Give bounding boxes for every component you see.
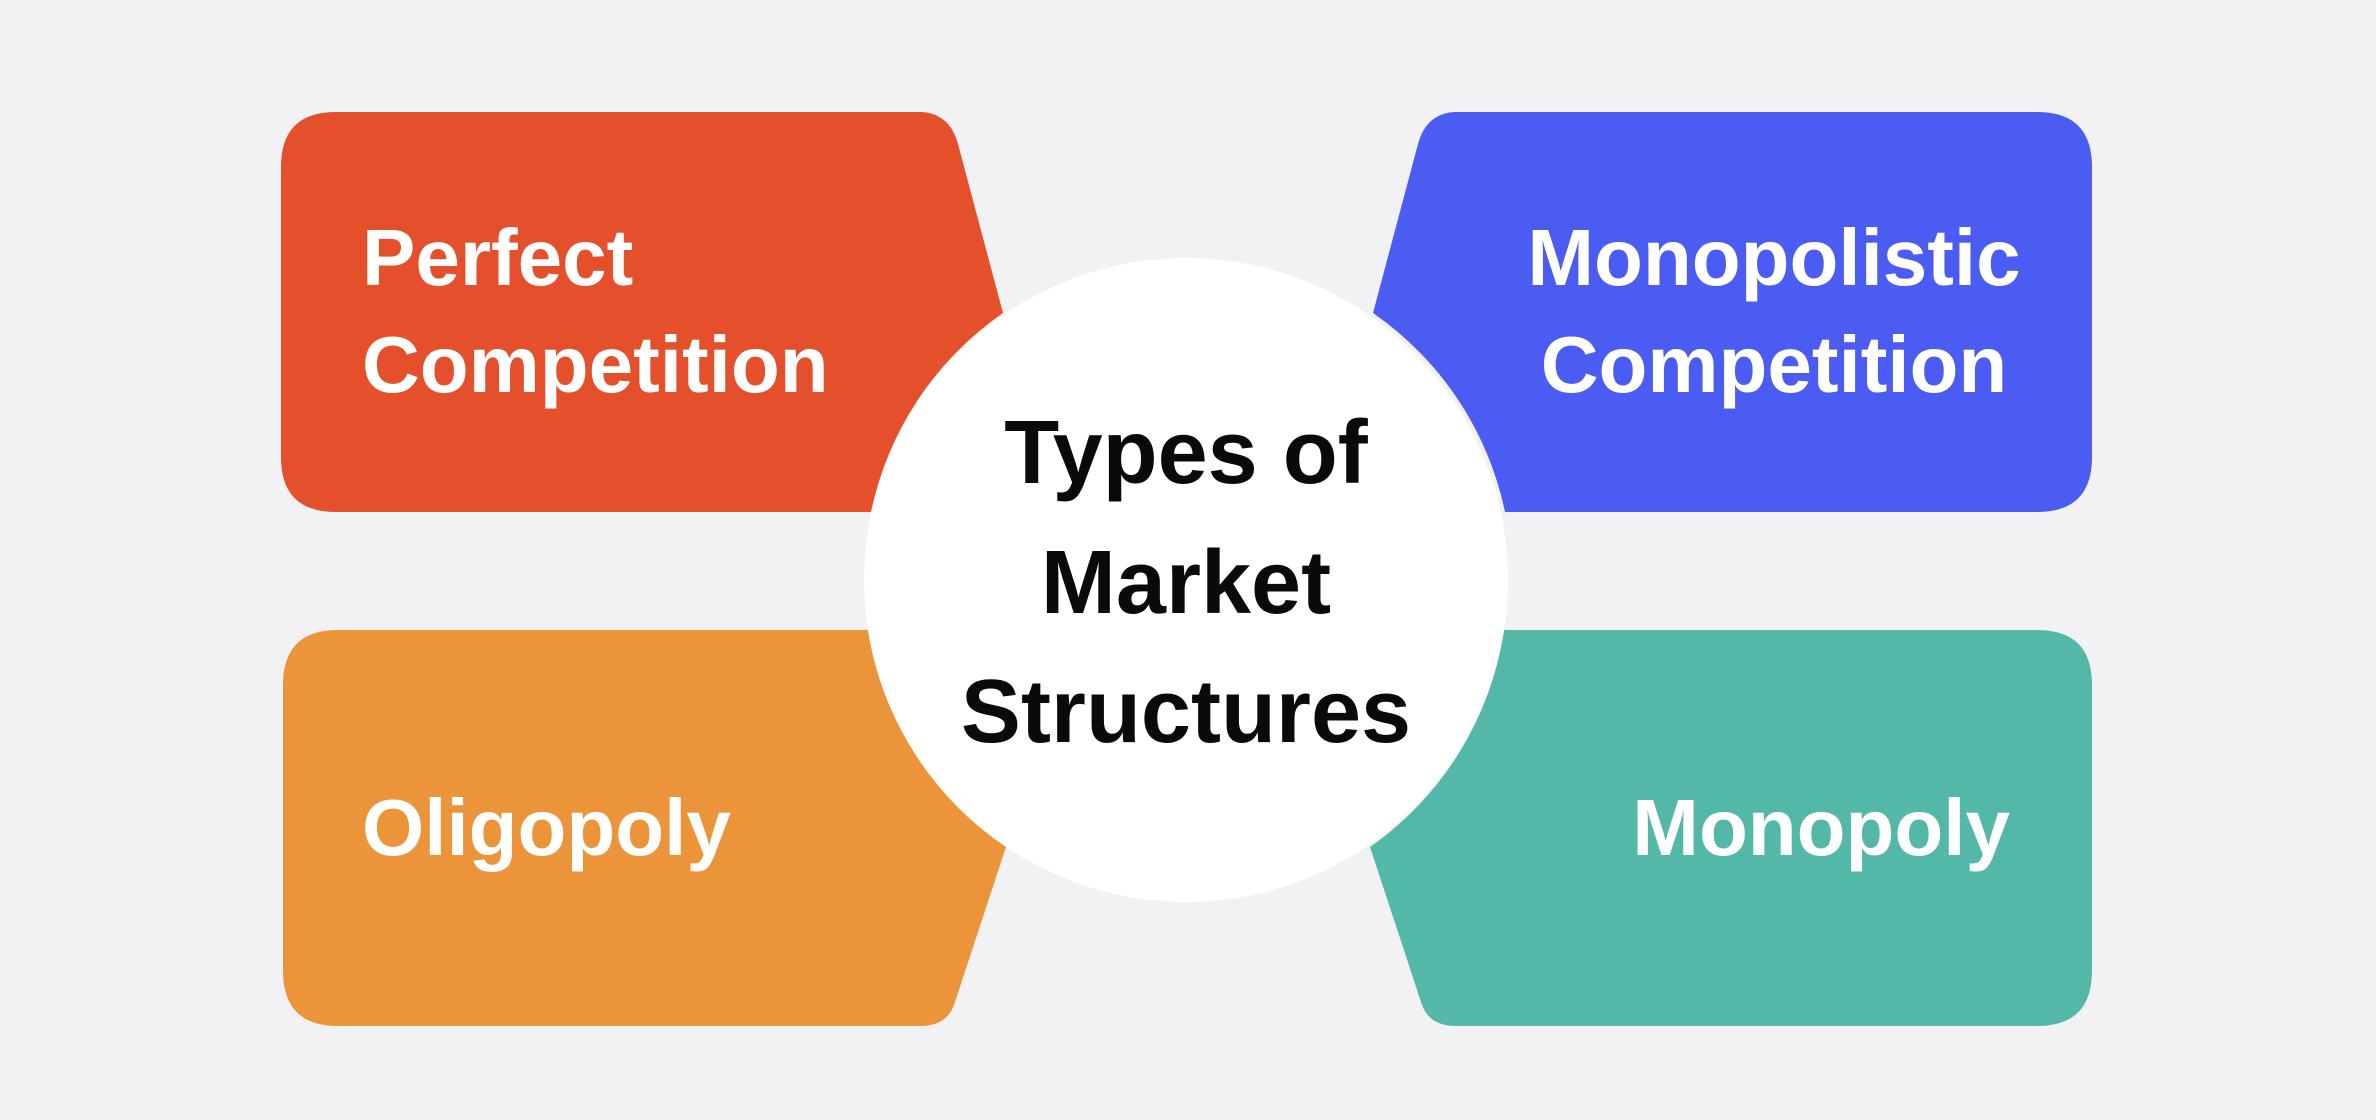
label-oligopoly: Oligopoly xyxy=(362,783,731,872)
label-monopolistic-competition-line-1: Monopolistic xyxy=(1527,213,2020,302)
center-title-line-2: Market xyxy=(1041,533,1331,633)
label-perfect-competition-line-1: Perfect xyxy=(362,213,633,302)
label-monopolistic-competition-line-2: Competition xyxy=(1541,320,2008,409)
label-monopoly: Monopoly xyxy=(1632,783,2010,872)
box-monopoly xyxy=(1370,630,2092,1026)
label-perfect-competition-line-2: Competition xyxy=(362,320,829,409)
center-circle xyxy=(864,258,1508,902)
center-title-line-1: Types of xyxy=(1004,403,1368,503)
center-title-line-3: Structures xyxy=(961,662,1411,762)
box-oligopoly xyxy=(283,630,1006,1026)
box-perfect-competition xyxy=(281,112,1003,512)
box-monopolistic-competition xyxy=(1373,112,2092,512)
